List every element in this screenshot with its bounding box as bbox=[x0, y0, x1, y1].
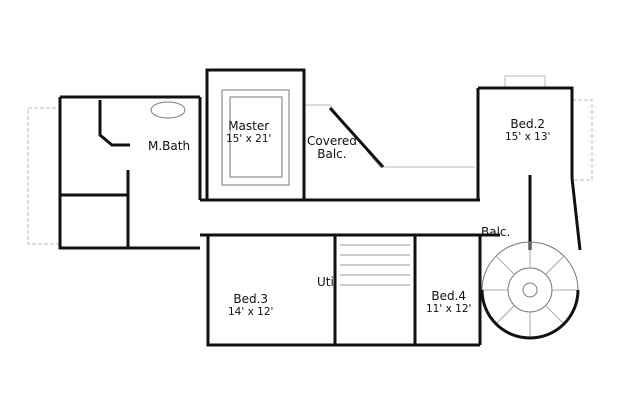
room-size: 15' x 13' bbox=[505, 131, 551, 143]
room-size: 14' x 12' bbox=[228, 306, 274, 318]
room-name: Bed.4 bbox=[431, 289, 467, 303]
room-bed3: Bed.3 14' x 12' bbox=[228, 293, 273, 319]
room-name: Bed.3 bbox=[233, 292, 269, 306]
room-balc: Balc. bbox=[481, 225, 511, 239]
room-bed4: Bed.4 11' x 12' bbox=[426, 290, 471, 316]
room-name: Master bbox=[228, 119, 270, 133]
room-covered-balc: Covered Balc. bbox=[307, 135, 357, 161]
room-size: 15' x 21' bbox=[226, 133, 272, 145]
room-bed2: Bed.2 15' x 13' bbox=[505, 118, 550, 144]
room-util: Util bbox=[317, 275, 338, 289]
room-name: Covered bbox=[307, 134, 357, 148]
room-master: Master 15' x 21' bbox=[226, 120, 271, 146]
room-size: 11' x 12' bbox=[426, 303, 472, 315]
room-name: Bed.2 bbox=[510, 117, 546, 131]
room-name-line2: Balc. bbox=[317, 147, 347, 161]
room-mbath: M.Bath bbox=[148, 139, 191, 153]
